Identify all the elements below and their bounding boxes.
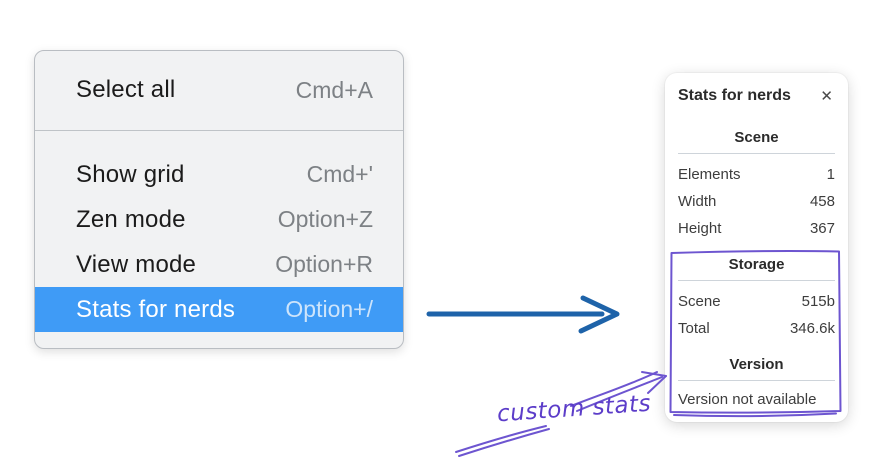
stat-row-total-size: Total 346.6k	[678, 319, 835, 338]
stat-label: Elements	[678, 166, 741, 183]
stat-value: 1	[826, 166, 835, 183]
stats-panel-header: Stats for nerds ✕	[678, 87, 835, 105]
version-note: Version not available	[678, 391, 817, 408]
flow-arrow	[426, 295, 620, 334]
stat-label: Height	[678, 220, 722, 237]
menu-item-show-grid[interactable]: Show grid Cmd+'	[35, 152, 403, 197]
stats-panel: Stats for nerds ✕ Scene Elements 1 Width…	[665, 73, 848, 422]
menu-item-label: Zen mode	[76, 205, 186, 233]
stat-label: Scene	[678, 293, 721, 310]
stat-label: Total	[678, 320, 710, 337]
section-divider	[678, 153, 835, 154]
menu-separator	[35, 130, 403, 131]
menu-item-shortcut: Cmd+'	[306, 161, 373, 187]
stat-row-scene-size: Scene 515b	[678, 292, 835, 311]
stat-value: 367	[809, 220, 835, 237]
section-heading: Storage	[728, 256, 785, 273]
menu-group-main: Show grid Cmd+' Zen mode Option+Z View m…	[35, 131, 403, 348]
section-storage: Storage Scene 515b Total 346.6k	[678, 256, 835, 338]
menu-item-shortcut: Cmd+A	[295, 76, 373, 103]
section-scene: Scene Elements 1 Width 458 Height 367	[678, 129, 835, 238]
menu-item-shortcut: Option+Z	[277, 206, 373, 232]
annotation-tail-line	[455, 425, 550, 457]
stat-value: 515b	[801, 293, 835, 310]
annotation-label: custom stats	[496, 390, 652, 428]
menu-item-stats-for-nerds[interactable]: Stats for nerds Option+/	[35, 287, 403, 332]
menu-item-select-all[interactable]: Select all Cmd+A	[35, 67, 403, 113]
menu-item-shortcut: Option+/	[285, 296, 373, 322]
menu-item-shortcut: Option+R	[275, 251, 373, 277]
section-divider	[678, 380, 835, 381]
menu-item-label: Show grid	[76, 160, 185, 188]
section-heading: Scene	[734, 129, 779, 146]
menu-item-zen-mode[interactable]: Zen mode Option+Z	[35, 197, 403, 242]
menu-group-top: Select all Cmd+A	[35, 51, 403, 130]
menu-item-label: Stats for nerds	[76, 295, 236, 323]
section-heading: Version	[729, 356, 784, 373]
menu-item-label: View mode	[76, 250, 197, 278]
menu-item-view-mode[interactable]: View mode Option+R	[35, 242, 403, 287]
stats-panel-title: Stats for nerds	[678, 87, 791, 104]
stat-row-height: Height 367	[678, 219, 835, 238]
stat-label: Width	[678, 193, 717, 210]
stat-value: 458	[809, 193, 835, 210]
stat-value: 346.6k	[789, 320, 835, 337]
menu-item-label: Select all	[76, 76, 176, 103]
context-menu: Select all Cmd+A Show grid Cmd+' Zen mod…	[34, 50, 404, 349]
section-version: Version Version not available	[678, 356, 835, 408]
close-icon[interactable]: ✕	[820, 87, 833, 105]
stat-row-elements: Elements 1	[678, 165, 835, 184]
stat-row-width: Width 458	[678, 192, 835, 211]
